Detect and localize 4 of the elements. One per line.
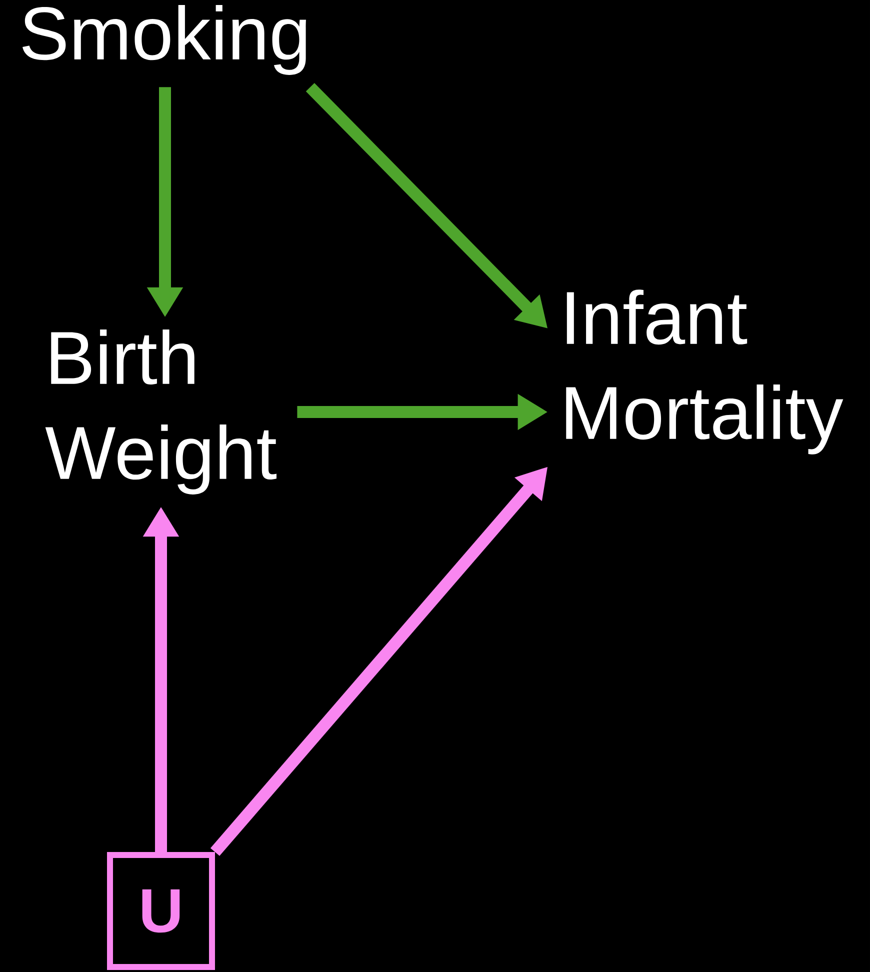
node-label: Birth Weight <box>45 330 276 494</box>
node-label: Infant Mortality <box>566 290 844 454</box>
node-label: Smoking <box>22 5 306 75</box>
confounder-box: U <box>107 852 215 970</box>
